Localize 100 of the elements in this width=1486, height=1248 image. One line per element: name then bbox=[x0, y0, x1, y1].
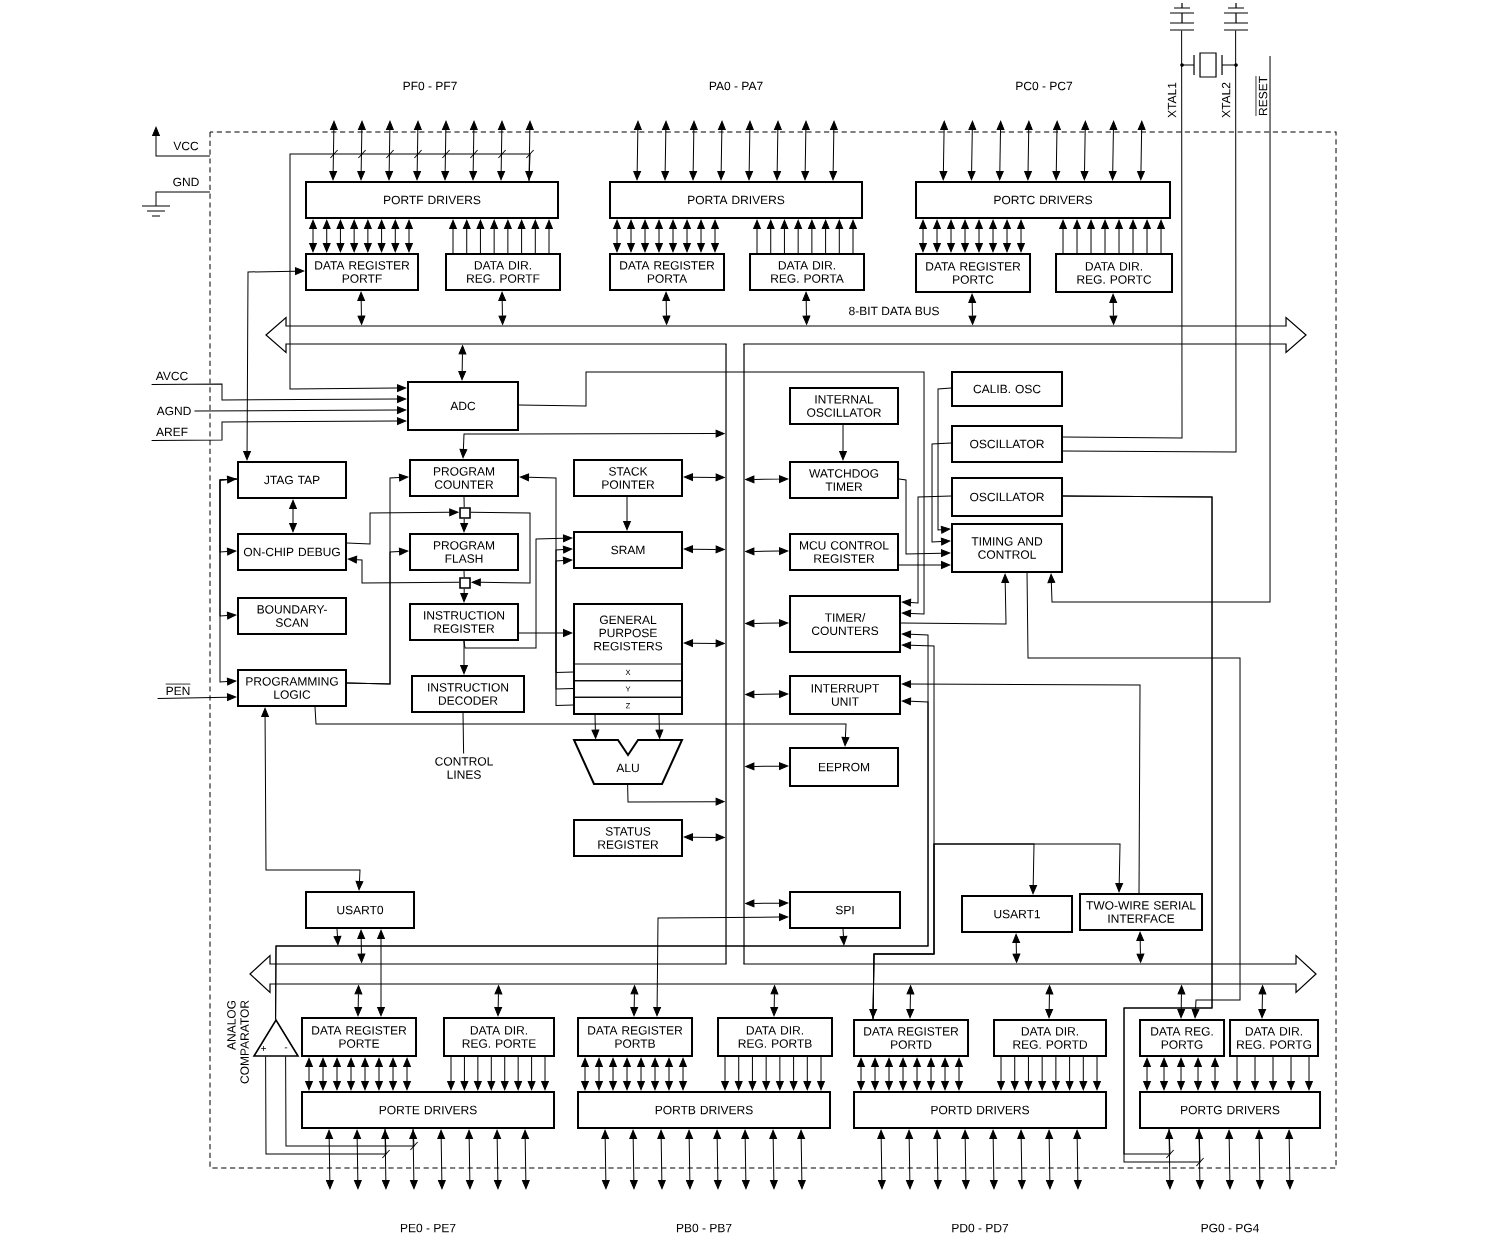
arrow bbox=[1038, 1056, 1047, 1091]
arrow bbox=[997, 1056, 1005, 1091]
arrow bbox=[377, 219, 386, 253]
arrow bbox=[1285, 1129, 1294, 1190]
arrow bbox=[305, 1057, 313, 1091]
arrow bbox=[309, 219, 317, 253]
arrow bbox=[545, 219, 553, 254]
arrow bbox=[651, 1057, 659, 1091]
arrow bbox=[1109, 293, 1118, 325]
arrow bbox=[151, 383, 407, 403]
arrow bbox=[770, 985, 779, 1017]
arrow bbox=[713, 1129, 722, 1190]
arrow bbox=[377, 929, 385, 1017]
arrow bbox=[623, 496, 631, 531]
arrow bbox=[629, 1129, 638, 1190]
arrow bbox=[961, 219, 969, 253]
arrow bbox=[872, 843, 1124, 1020]
arrow bbox=[1010, 1056, 1019, 1091]
arrow bbox=[518, 629, 573, 637]
arrow bbox=[403, 1057, 411, 1091]
arrow bbox=[901, 680, 1141, 894]
arrow bbox=[347, 555, 460, 584]
arrow bbox=[381, 1129, 390, 1190]
arrow bbox=[521, 1129, 530, 1190]
arrow bbox=[364, 219, 372, 253]
arrow bbox=[1052, 1056, 1060, 1091]
arrow bbox=[745, 475, 789, 484]
arrow bbox=[1258, 985, 1267, 1019]
arrow bbox=[555, 556, 574, 690]
arrow bbox=[601, 1129, 610, 1190]
arrow bbox=[469, 120, 478, 181]
arrow bbox=[1160, 1057, 1168, 1091]
arrow bbox=[734, 1056, 743, 1091]
arrow bbox=[665, 1057, 673, 1091]
arrow bbox=[463, 534, 573, 649]
arrow bbox=[1115, 219, 1123, 254]
arrow bbox=[753, 219, 761, 254]
arrow bbox=[1255, 1129, 1264, 1190]
arrow bbox=[517, 219, 526, 254]
arrow bbox=[458, 345, 467, 381]
connector-line bbox=[463, 570, 465, 578]
arrow bbox=[898, 478, 951, 558]
arrow bbox=[289, 499, 297, 533]
arrow bbox=[405, 219, 413, 253]
arrow bbox=[885, 1057, 893, 1091]
arrow bbox=[655, 219, 663, 253]
arrow bbox=[494, 985, 503, 1017]
arrow bbox=[333, 1057, 341, 1091]
arrow bbox=[1233, 1056, 1241, 1091]
arrow bbox=[906, 985, 915, 1019]
arrow bbox=[789, 1056, 798, 1091]
arrow bbox=[1177, 985, 1186, 1019]
arrow bbox=[595, 1057, 603, 1091]
arrow bbox=[947, 219, 955, 253]
arrow bbox=[871, 1057, 879, 1091]
arrow bbox=[219, 478, 238, 620]
arrow bbox=[898, 561, 951, 569]
arrow bbox=[721, 1056, 729, 1091]
data-bus bbox=[725, 342, 745, 966]
arrow bbox=[1024, 120, 1033, 181]
arrow bbox=[679, 1057, 687, 1091]
arrow bbox=[797, 1129, 806, 1190]
arrow bbox=[289, 153, 531, 392]
arrow bbox=[531, 219, 540, 254]
arrow bbox=[857, 1057, 865, 1091]
arrow bbox=[913, 1057, 921, 1091]
arrow bbox=[633, 120, 642, 181]
arrow bbox=[717, 120, 726, 181]
arrow bbox=[329, 120, 338, 181]
arrow bbox=[817, 1056, 825, 1091]
arrow bbox=[637, 1057, 645, 1091]
arrow bbox=[498, 291, 507, 325]
arrow bbox=[741, 1129, 750, 1190]
arrow bbox=[409, 1129, 418, 1190]
arrow bbox=[322, 219, 331, 253]
arrow bbox=[745, 547, 789, 556]
arrow bbox=[314, 706, 850, 747]
arrow bbox=[711, 219, 719, 253]
arrow bbox=[745, 619, 789, 628]
arrow bbox=[927, 1057, 935, 1091]
arrow bbox=[504, 219, 512, 254]
arrow bbox=[1047, 55, 1271, 603]
arrow bbox=[794, 219, 803, 254]
arrow bbox=[1059, 219, 1067, 254]
arrow bbox=[460, 640, 468, 675]
arrow bbox=[901, 495, 952, 607]
arrow bbox=[955, 1057, 963, 1091]
arrow bbox=[766, 219, 775, 254]
capacitor-symbol bbox=[1169, 2, 1195, 31]
arrow bbox=[1017, 219, 1025, 253]
arrow bbox=[476, 219, 485, 254]
arrow bbox=[470, 511, 531, 587]
arrow bbox=[683, 639, 725, 648]
connector-line bbox=[462, 712, 465, 755]
arrow bbox=[829, 120, 838, 181]
arrow bbox=[518, 371, 925, 618]
arrow bbox=[1012, 933, 1021, 963]
arrow bbox=[1024, 1056, 1033, 1091]
connector-line bbox=[1062, 29, 1237, 453]
arrow bbox=[748, 1056, 757, 1091]
